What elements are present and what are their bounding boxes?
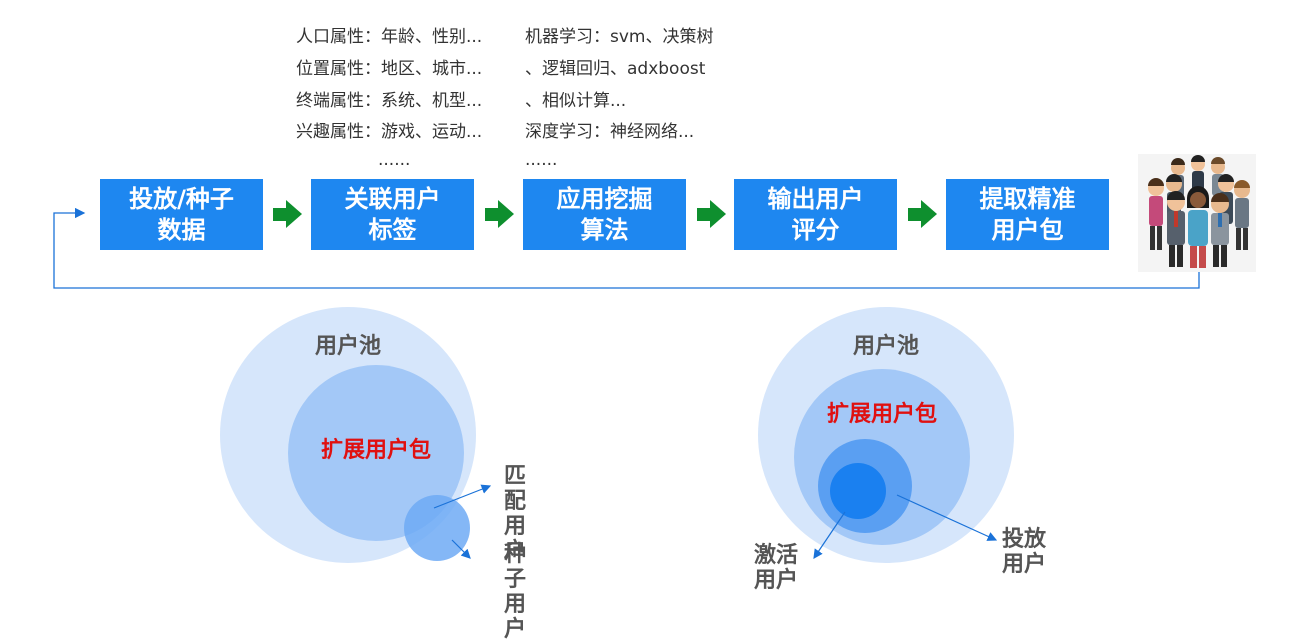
activated-users-line1: 激活: [753, 543, 798, 568]
diagram-graphics: [53, 207, 1200, 563]
matched-users-line2: 用户: [503, 514, 526, 564]
step-user-score: 输出用户 评分: [734, 179, 897, 250]
left-extended-circle: [288, 365, 464, 541]
attribute-demographic: 人口属性：年龄、性别...: [296, 27, 483, 47]
seed-pointer-line: [451, 539, 471, 559]
activated-pointer-line: [813, 511, 846, 559]
left-seed-circle: [404, 495, 470, 561]
step-user-tags-line2: 标签: [368, 215, 417, 244]
step-seed-data-line2: 数据: [157, 215, 206, 244]
step-extract-package-line2: 用户包: [991, 215, 1064, 244]
attribute-device: 终端属性：系统、机型...: [296, 91, 483, 111]
attribute-interest: 兴趣属性：游戏、运动...: [296, 122, 483, 142]
algorithm-regression: 、逻辑回归、adxboost: [525, 59, 706, 79]
step-extract-package: 提取精准 用户包: [946, 179, 1109, 250]
step-user-score-line2: 评分: [791, 215, 840, 244]
step-seed-data: 投放/种子 数据: [100, 179, 263, 250]
delivered-users-line2: 用户: [1001, 552, 1046, 577]
seed-users-line1: 种子: [503, 542, 526, 592]
activated-users-line2: 用户: [753, 568, 798, 593]
people-crowd-icon: [1138, 154, 1256, 272]
step-user-score-line1: 输出用户: [767, 184, 864, 213]
step-mining-algorithm-line1: 应用挖掘: [556, 184, 653, 213]
left-extended-label: 扩展用户包: [320, 438, 431, 463]
left-pool-label: 用户池: [314, 334, 381, 359]
seed-users-line2: 用户: [503, 592, 526, 642]
delivered-pointer-line: [896, 494, 998, 541]
right-active-circle: [830, 463, 886, 519]
right-extended-label: 扩展用户包: [826, 402, 937, 427]
feedback-loop-line: [53, 207, 1200, 289]
algorithm-similarity: 、相似计算...: [525, 91, 627, 111]
step-seed-data-line1: 投放/种子: [129, 184, 234, 213]
attribute-more: ......: [378, 150, 411, 170]
algorithm-ml: 机器学习：svm、决策树: [525, 27, 714, 47]
step-mining-algorithm: 应用挖掘 算法: [523, 179, 686, 250]
seed-users-label: 种子 用户: [494, 542, 536, 642]
activated-users-label: 激活 用户: [753, 543, 799, 593]
right-pool-label: 用户池: [852, 334, 919, 359]
step-user-tags: 关联用户 标签: [311, 179, 474, 250]
step-user-tags-line1: 关联用户: [344, 184, 441, 213]
delivered-users-label: 投放 用户: [1000, 527, 1048, 577]
algorithm-more: ......: [525, 150, 558, 170]
algorithm-deep-learning: 深度学习：神经网络...: [525, 122, 695, 142]
matched-pointer-line: [433, 484, 492, 509]
attribute-location: 位置属性：地区、城市...: [296, 59, 483, 79]
step-extract-package-line1: 提取精准: [979, 184, 1076, 213]
delivered-users-line1: 投放: [1001, 527, 1046, 552]
matched-users-line1: 匹配: [503, 464, 526, 514]
matched-users-label: 匹配 用户: [494, 464, 536, 564]
step-mining-algorithm-line2: 算法: [580, 215, 629, 244]
